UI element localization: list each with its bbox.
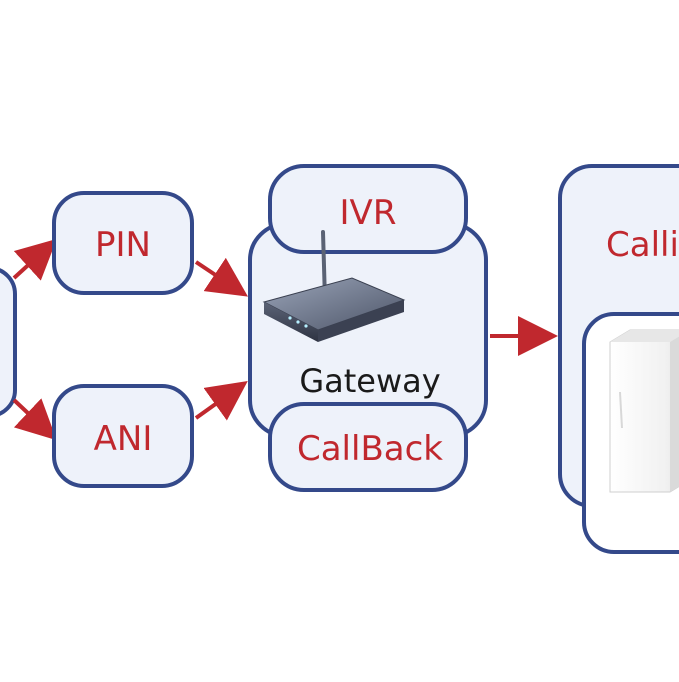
- callback-box[interactable]: [268, 402, 468, 492]
- arrow-source-to-ani: [12, 398, 57, 441]
- pin-box[interactable]: [52, 191, 194, 295]
- arrow-ani-to-gateway: [194, 381, 248, 421]
- ani-label: ANI: [94, 419, 153, 459]
- callback-label: CallBack: [297, 429, 443, 469]
- ivr-box[interactable]: [268, 164, 468, 254]
- server-box-icon: [609, 329, 679, 493]
- calling-label: Calli: [606, 225, 679, 265]
- arrow-pin-to-gateway: [194, 257, 248, 297]
- ani-box[interactable]: [52, 384, 194, 488]
- source-box: [0, 268, 17, 416]
- router-icon: [262, 230, 406, 342]
- arrow-source-to-pin: [12, 238, 57, 281]
- pin-label: PIN: [95, 225, 151, 265]
- gateway-label: Gateway: [299, 362, 440, 400]
- ivr-label: IVR: [340, 193, 397, 233]
